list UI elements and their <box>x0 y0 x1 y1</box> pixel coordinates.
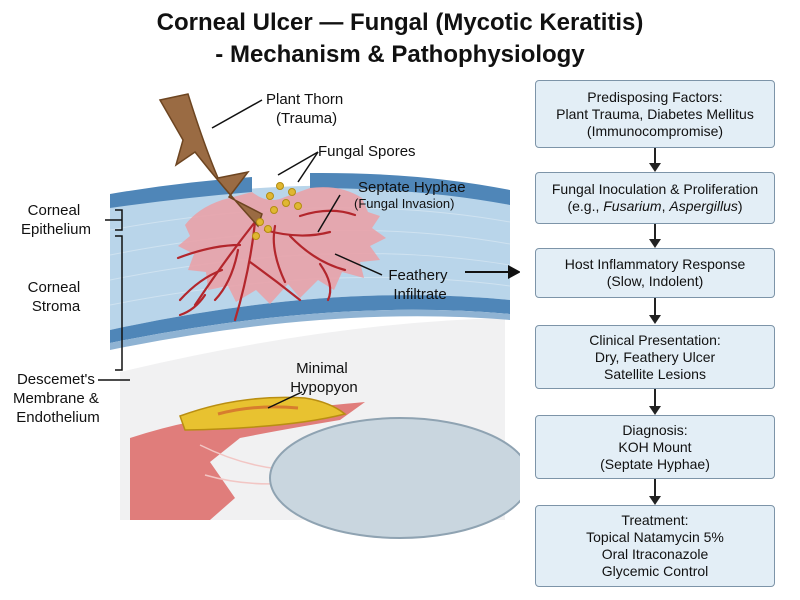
flow-box-line: Treatment: <box>621 512 689 528</box>
organism-fusarium: Fusarium <box>603 198 662 214</box>
flow-box-fungal-inoculation: Fungal Inoculation & Proliferation (e.g.… <box>535 172 775 224</box>
label-septate-hyphae: Septate Hyphae (Fungal Invasion) <box>354 179 470 211</box>
flow-box-line: (e.g., Fusarium, Aspergillus) <box>540 198 770 215</box>
diagram-title-line2: - Mechanism & Pathophysiology <box>215 41 585 68</box>
label-descemets-membrane: Descemet's Membrane & Endothelium <box>13 371 103 426</box>
label-fungal-spores: Fungal Spores <box>318 143 416 160</box>
plant-thorn <box>158 93 263 228</box>
organism-aspergillus: Aspergillus <box>669 198 738 214</box>
descemets-membrane <box>110 295 510 343</box>
hypopyon <box>179 396 347 431</box>
flow-box-line: KOH Mount <box>618 438 692 455</box>
flow-box-line: Fungal Inoculation & Proliferation <box>551 181 759 197</box>
flow-box-line: Oral Itraconazole <box>601 546 709 562</box>
text-fragment: (e.g., <box>567 198 604 214</box>
flow-box-line: Clinical Presentation: <box>589 331 721 348</box>
flow-box-line: Glycemic Control <box>601 563 709 579</box>
corneal-epithelium-right <box>310 172 510 205</box>
flow-arrow <box>649 479 661 505</box>
diagram-title-line1: Corneal Ulcer — Fungal (Mycotic Keratiti… <box>156 9 644 36</box>
text-fragment: , <box>661 198 670 214</box>
flow-box-line: (Septate Hyphae) <box>600 455 710 472</box>
label-plant-thorn: Plant Thorn (Trauma) <box>266 91 347 127</box>
flow-arrow <box>649 389 661 415</box>
label-pointers <box>98 99 383 409</box>
flow-box-clinical-presentation: Clinical Presentation: Dry, Feathery Ulc… <box>535 325 775 389</box>
flow-box-line: Dry, Feathery Ulcer <box>594 348 716 365</box>
flow-box-line: (Immunocompromise) <box>586 122 724 139</box>
flow-box-line: Satellite Lesions <box>604 365 706 382</box>
corneal-epithelium-left <box>110 177 252 208</box>
fungal-spores <box>252 182 302 240</box>
flow-box-line: Topical Natamycin 5% <box>586 529 724 545</box>
flow-box-line: Diagnosis: <box>622 421 688 438</box>
label-corneal-epithelium: Corneal Epithelium <box>21 202 91 238</box>
endothelium <box>110 309 510 350</box>
cornea-illustration: Plant Thorn (Trauma) Fungal Spores Septa… <box>13 91 520 539</box>
flow-box-treatment: Treatment: Topical Natamycin 5% Oral Itr… <box>535 505 775 587</box>
flow-arrow <box>649 148 661 172</box>
flow-arrow <box>649 224 661 248</box>
flow-box-line: (Slow, Indolent) <box>606 273 704 289</box>
label-feathery-infiltrate: Feathery Infiltrate <box>388 267 451 303</box>
iris <box>130 402 365 520</box>
flow-box-diagnosis: Diagnosis: KOH Mount (Septate Hyphae) <box>535 415 775 479</box>
flow-arrow <box>649 298 661 324</box>
flow-box-line: Plant Trauma, Diabetes Mellitus <box>556 105 754 122</box>
label-corneal-stroma: Corneal Stroma <box>28 279 85 315</box>
septate-hyphae <box>176 209 357 322</box>
lens <box>269 417 520 539</box>
flow-box-host-inflammatory-response: Host Inflammatory Response (Slow, Indole… <box>535 248 775 298</box>
flow-box-predisposing-factors: Predisposing Factors: Plant Trauma, Diab… <box>535 80 775 148</box>
text-fragment: ) <box>737 198 743 214</box>
flow-box-line: Predisposing Factors: <box>587 88 723 105</box>
label-minimal-hypopyon: Minimal Hypopyon <box>290 360 358 396</box>
flow-box-line: Host Inflammatory Response <box>564 256 746 272</box>
